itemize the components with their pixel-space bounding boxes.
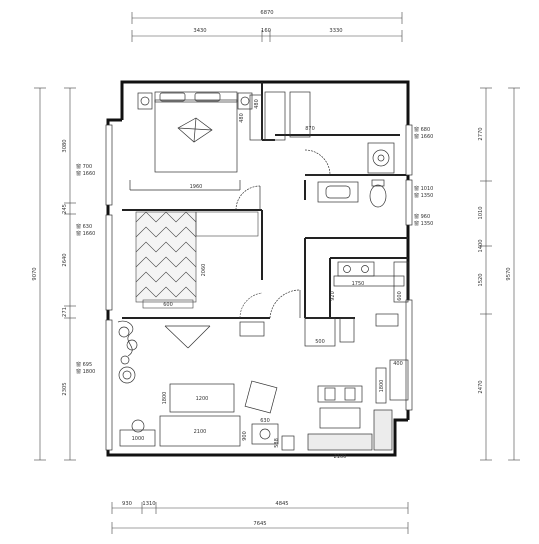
- dim-right-seg1: 2770: [478, 127, 484, 140]
- label-bed-width: 1960: [190, 184, 203, 190]
- window-note-1b: 窗 1660: [76, 170, 95, 177]
- label-tv-unit: 1000: [132, 436, 145, 442]
- dim-top-seg-right: 3330: [329, 28, 342, 34]
- dimension-lines: [34, 12, 520, 534]
- window-note-4b: 窗 1660: [414, 133, 433, 140]
- living-room: [117, 320, 409, 451]
- dim-left-seg3: 2640: [62, 253, 68, 266]
- label-sofa-length: 2100: [194, 429, 207, 435]
- dim-bottom-overall: 7645: [253, 521, 266, 527]
- window-note-6a: 窗 960: [414, 213, 430, 220]
- wardrobe: [249, 94, 263, 141]
- dim-bottom-seg3: 4845: [275, 501, 288, 507]
- window-note-5b: 窗 1350: [414, 192, 433, 199]
- label-chair-width: 630: [260, 418, 270, 424]
- dim-bottom-seg2: 1310: [142, 501, 155, 507]
- window-note-2b: 窗 1660: [76, 230, 95, 237]
- kitchen: [304, 261, 409, 347]
- dim-left-seg5: 2305: [62, 382, 68, 395]
- bathroom: [317, 142, 395, 208]
- label-armchair-side: 900: [242, 431, 248, 441]
- window-note-1a: 窗 700: [76, 163, 92, 170]
- dim-right-seg3: 1400: [478, 239, 484, 252]
- label-study-depth: 600: [163, 302, 173, 308]
- dim-top-seg-left: 3430: [193, 28, 206, 34]
- label-counter-depth: 920: [330, 291, 336, 301]
- dim-right-seg5: 2470: [478, 380, 484, 393]
- dim-left-seg2: 245: [62, 204, 68, 214]
- label-wardrobe: 480: [239, 113, 245, 123]
- entry-door: [269, 289, 301, 319]
- label-coffee-table: 1200: [196, 396, 209, 402]
- bed: [154, 99, 238, 173]
- headboard: [154, 91, 238, 103]
- window-note-5a: 窗 1010: [414, 185, 433, 192]
- dim-right-overall: 9570: [506, 267, 512, 280]
- windows: [105, 124, 413, 451]
- dim-right-seg2: 1010: [478, 206, 484, 219]
- window-note-4a: 窗 680: [414, 126, 430, 133]
- label-entry-depth: 588: [274, 438, 280, 448]
- dim-right-seg4: 1520: [478, 273, 484, 286]
- label-cabinet-side: 1800: [379, 380, 385, 393]
- dim-left-seg1: 3080: [62, 139, 68, 152]
- master-bedroom: [129, 91, 331, 211]
- window-note-6b: 窗 1350: [414, 220, 433, 227]
- window-note-3b: 窗 1800: [76, 368, 95, 375]
- label-counter-side: 600: [397, 291, 403, 301]
- dim-bottom-seg1: 930: [122, 501, 132, 507]
- label-cabinet: 400: [393, 361, 403, 367]
- dim-top-overall: 6870: [260, 10, 273, 16]
- study-room: [135, 211, 263, 319]
- label-study-length: 2060: [201, 264, 207, 277]
- window-note-3a: 窗 695: [76, 361, 92, 368]
- window-notes: 窗 700 窗 1660 窗 630 窗 1660 窗 695 窗 1800 窗…: [76, 126, 433, 375]
- label-entry-bench: 500: [315, 339, 325, 345]
- label-closet: 870: [305, 126, 315, 132]
- dimension-text: 6870 3430 160 3330 930 1310 4845 7645 90…: [32, 10, 512, 527]
- dim-top-seg-mid: 160: [261, 28, 271, 34]
- label-sofa-side: 1800: [162, 392, 168, 405]
- dim-left-seg4: 271: [62, 307, 68, 317]
- label-shoe-cabinet: 2100: [334, 454, 347, 460]
- window-note-2a: 窗 630: [76, 223, 92, 230]
- label-counter-length: 1750: [352, 281, 365, 287]
- dim-left-overall: 9070: [32, 267, 38, 280]
- label-misc: 480: [254, 99, 260, 109]
